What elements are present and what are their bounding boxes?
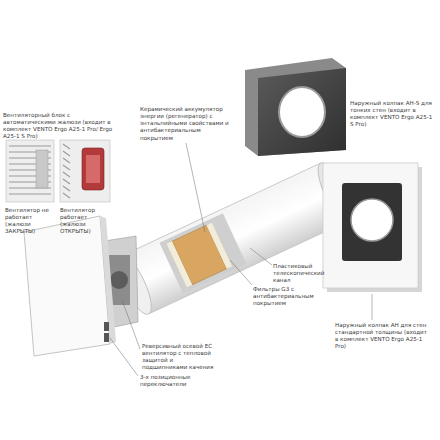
fan-unit (24, 216, 138, 356)
hood-ah (323, 163, 422, 292)
callout-label: Фильтры G3 с антибактериальным покрытием (253, 286, 317, 307)
louver-open-image (60, 140, 110, 202)
leader-lines (110, 143, 372, 376)
callout-label: 3-х позиционные переключатели (140, 374, 230, 388)
callout-label: Вентилятор не работает (жалюзи ЗАКРЫТЫ) (5, 207, 57, 236)
callout-label: Вентиляторный блок с автоматическими жал… (3, 112, 115, 141)
callout-label: Керамический аккумулятор энергии (регене… (140, 106, 232, 142)
telescopic-duct (112, 159, 357, 318)
callout-label: Вентилятор работает (жалюзи ОТКРЫТЫ) (60, 207, 114, 236)
hood-ah-s (245, 58, 346, 156)
callout-label: Пластиковый телескопический канал (273, 263, 331, 284)
callout-label: Наружный колпак AH-S для тонких стен (вх… (350, 100, 436, 129)
callout-label: Реверсивный осевой EC вентилятор с тепло… (142, 343, 218, 372)
louver-closed-image (6, 140, 54, 202)
callout-label: Наружный колпак AH для стен стандартной … (335, 322, 431, 351)
